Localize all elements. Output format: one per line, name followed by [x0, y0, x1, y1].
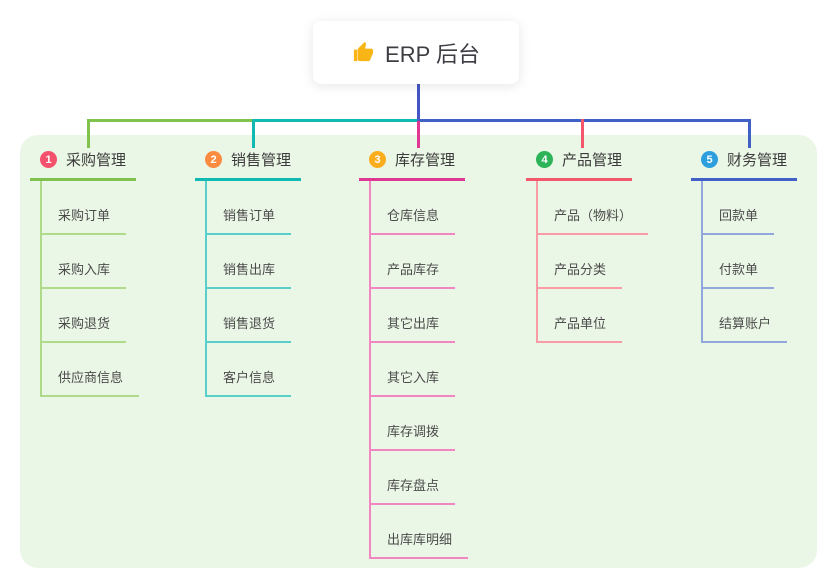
branch-title: 产品管理 — [562, 152, 623, 169]
branch-number-badge: 2 — [205, 151, 222, 168]
branch-title: 销售管理 — [231, 152, 292, 169]
connector-bus-sales — [252, 119, 419, 122]
child-topic-row: 销售订单 — [207, 181, 301, 235]
branch-children-spine: 仓库信息产品库存其它出库其它入库库存调拨库存盘点出库库明细 — [369, 181, 469, 559]
thumbs-up-icon — [353, 41, 374, 62]
branch-header-underline: 1 采购管理 — [30, 147, 137, 181]
child-topic[interactable]: 产品单位 — [538, 313, 623, 343]
child-topic[interactable]: 销售退货 — [207, 313, 292, 343]
child-topic[interactable]: 库存调拨 — [371, 421, 456, 451]
branch-topic[interactable]: 3 库存管理 — [369, 149, 455, 170]
child-topic-row: 其它入库 — [371, 343, 468, 397]
branch-topic[interactable]: 4 产品管理 — [536, 149, 622, 170]
child-topic[interactable]: 付款单 — [703, 259, 775, 289]
connector-bus-purchase — [87, 119, 254, 122]
child-topic[interactable]: 结算账户 — [703, 313, 788, 343]
child-topic[interactable]: 其它入库 — [371, 367, 456, 397]
child-topic-row: 产品库存 — [371, 235, 468, 289]
child-topic-row: 销售出库 — [207, 235, 301, 289]
child-topic[interactable]: 产品库存 — [371, 259, 456, 289]
child-topic-row: 产品（物料） — [538, 181, 649, 235]
child-topic[interactable]: 产品分类 — [538, 259, 623, 289]
branch-header-underline: 3 库存管理 — [359, 147, 466, 181]
child-topic[interactable]: 仓库信息 — [371, 205, 456, 235]
branch-column-5: 5 财务管理回款单付款单结算账户 — [691, 147, 798, 343]
root-topic-label: ERP 后台 — [385, 41, 480, 67]
branch-number-badge: 1 — [40, 151, 57, 168]
child-topic[interactable]: 库存盘点 — [371, 475, 456, 505]
branch-children-spine: 产品（物料） 产品分类产品单位 — [536, 181, 649, 343]
child-topic[interactable]: 其它出库 — [371, 313, 456, 343]
child-topic-row: 出库库明细 — [371, 505, 469, 559]
branch-children-spine: 采购订单采购入库采购退货供应商信息 — [40, 181, 140, 397]
branch-number-badge: 5 — [701, 151, 718, 168]
child-topic-row: 回款单 — [703, 181, 797, 235]
branch-column-4: 4 产品管理产品（物料） 产品分类产品单位 — [526, 147, 649, 343]
branch-children-spine: 回款单付款单结算账户 — [701, 181, 797, 343]
child-topic[interactable]: 采购入库 — [42, 259, 127, 289]
branch-column-3: 3 库存管理仓库信息产品库存其它出库其它入库库存调拨库存盘点出库库明细 — [359, 147, 469, 559]
child-topic-row: 库存调拨 — [371, 397, 468, 451]
root-topic-erp-backend[interactable]: ERP 后台 — [313, 21, 519, 84]
branch-number-badge: 3 — [369, 151, 386, 168]
child-topic[interactable]: 采购订单 — [42, 205, 127, 235]
connector-drop-sales — [252, 119, 255, 148]
connector-drop-purchase — [87, 119, 90, 148]
child-topic-row: 销售退货 — [207, 289, 301, 343]
connector-drop-product — [581, 119, 584, 148]
branch-topic[interactable]: 5 财务管理 — [701, 149, 787, 170]
mindmap-background-panel — [20, 135, 817, 568]
branch-header-underline: 2 销售管理 — [195, 147, 302, 181]
child-topic[interactable]: 产品（物料） — [538, 205, 649, 235]
child-topic-row: 客户信息 — [207, 343, 301, 397]
child-topic[interactable]: 出库库明细 — [371, 529, 469, 559]
branch-column-2: 2 销售管理销售订单销售出库销售退货客户信息 — [195, 147, 302, 397]
branch-title: 采购管理 — [66, 152, 127, 169]
branch-topic[interactable]: 2 销售管理 — [205, 149, 291, 170]
branch-header-underline: 5 财务管理 — [691, 147, 798, 181]
child-topic[interactable]: 回款单 — [703, 205, 775, 235]
child-topic[interactable]: 销售订单 — [207, 205, 292, 235]
child-topic[interactable]: 供应商信息 — [42, 367, 140, 397]
connector-drop-inventory — [417, 121, 420, 148]
branch-number-badge: 4 — [536, 151, 553, 168]
child-topic-row: 其它出库 — [371, 289, 468, 343]
child-topic[interactable]: 销售出库 — [207, 259, 292, 289]
branch-title: 库存管理 — [395, 152, 456, 169]
child-topic-row: 产品分类 — [538, 235, 648, 289]
child-topic-row: 采购退货 — [42, 289, 139, 343]
child-topic-row: 结算账户 — [703, 289, 797, 343]
connector-drop-finance — [748, 119, 751, 148]
child-topic-row: 采购入库 — [42, 235, 139, 289]
child-topic[interactable]: 采购退货 — [42, 313, 127, 343]
child-topic-row: 库存盘点 — [371, 451, 468, 505]
child-topic-row: 供应商信息 — [42, 343, 140, 397]
child-topic[interactable]: 客户信息 — [207, 367, 292, 397]
branch-column-1: 1 采购管理采购订单采购入库采购退货供应商信息 — [30, 147, 140, 397]
branch-header-underline: 4 产品管理 — [526, 147, 633, 181]
child-topic-row: 付款单 — [703, 235, 797, 289]
branch-children-spine: 销售订单销售出库销售退货客户信息 — [205, 181, 301, 397]
child-topic-row: 采购订单 — [42, 181, 139, 235]
child-topic-row: 仓库信息 — [371, 181, 468, 235]
connector-root-drop — [417, 84, 420, 122]
branch-topic[interactable]: 1 采购管理 — [40, 149, 126, 170]
branch-title: 财务管理 — [727, 152, 788, 169]
child-topic-row: 产品单位 — [538, 289, 648, 343]
